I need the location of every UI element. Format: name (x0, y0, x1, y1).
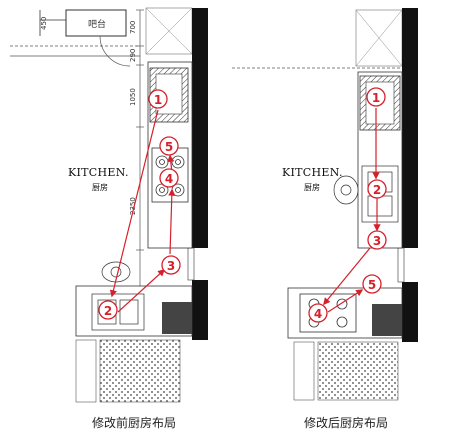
left-marker-5: 5 (159, 136, 179, 156)
dim-450: 450 (40, 17, 48, 30)
left-person-icon (101, 261, 131, 283)
right-tile-floor (317, 341, 399, 401)
right-marker-2: 2 (367, 179, 387, 199)
bar-label: 吧台 (88, 18, 106, 30)
right-right-wall-lower (402, 282, 418, 342)
left-right-wall (192, 8, 208, 248)
svg-text:5: 5 (368, 278, 376, 292)
left-dimension-line (136, 9, 144, 300)
right-marker-3: 3 (367, 230, 387, 250)
left-appliance (162, 302, 192, 334)
svg-text:4: 4 (165, 172, 173, 186)
dim-1050: 1050 (129, 88, 137, 106)
right-upper-cabinet (355, 9, 403, 67)
right-marker-5: 5 (362, 274, 382, 294)
right-marker-1: 1 (366, 87, 386, 107)
right-window (397, 247, 405, 283)
right-door-frame (293, 341, 315, 401)
left-kitchen-label-zh: 厨房 (92, 183, 108, 192)
left-door-frame (75, 339, 97, 403)
right-plan: 1 2 3 5 4 (232, 8, 418, 401)
left-plan: 450 700 290 1050 2350 吧台 (10, 7, 208, 403)
right-workflow (323, 108, 381, 313)
svg-text:3: 3 (373, 234, 381, 248)
dim-700: 700 (129, 21, 137, 34)
door-arc-left (99, 35, 131, 67)
left-tile-floor (99, 339, 181, 403)
left-marker-1: 1 (148, 89, 168, 109)
left-marker-3: 3 (161, 255, 181, 275)
svg-text:1: 1 (154, 93, 162, 107)
svg-text:2: 2 (104, 304, 112, 318)
right-marker-4: 4 (308, 303, 328, 323)
right-appliance (372, 304, 402, 336)
svg-text:5: 5 (165, 140, 173, 154)
svg-text:1: 1 (372, 91, 380, 105)
left-plan-caption: 修改前厨房布局 (92, 416, 177, 430)
svg-text:2: 2 (373, 183, 381, 197)
right-right-wall (402, 8, 418, 248)
dim-290: 290 (129, 49, 137, 62)
right-person-icon (333, 175, 359, 205)
left-marker-4: 4 (159, 168, 179, 188)
left-window (187, 247, 195, 281)
left-right-wall-lower (192, 280, 208, 340)
bar-counter: 吧台 (39, 9, 127, 37)
right-kitchen-label-en: KITCHEN. (282, 166, 343, 179)
right-plan-caption: 修改后厨房布局 (304, 416, 389, 430)
left-marker-2: 2 (98, 300, 118, 320)
left-upper-cabinet (145, 7, 193, 55)
svg-text:4: 4 (314, 307, 322, 321)
svg-text:3: 3 (167, 259, 175, 273)
right-kitchen-label-zh: 厨房 (304, 183, 320, 192)
left-kitchen-label-en: KITCHEN. (68, 166, 129, 179)
dim-2350: 2350 (129, 197, 137, 215)
